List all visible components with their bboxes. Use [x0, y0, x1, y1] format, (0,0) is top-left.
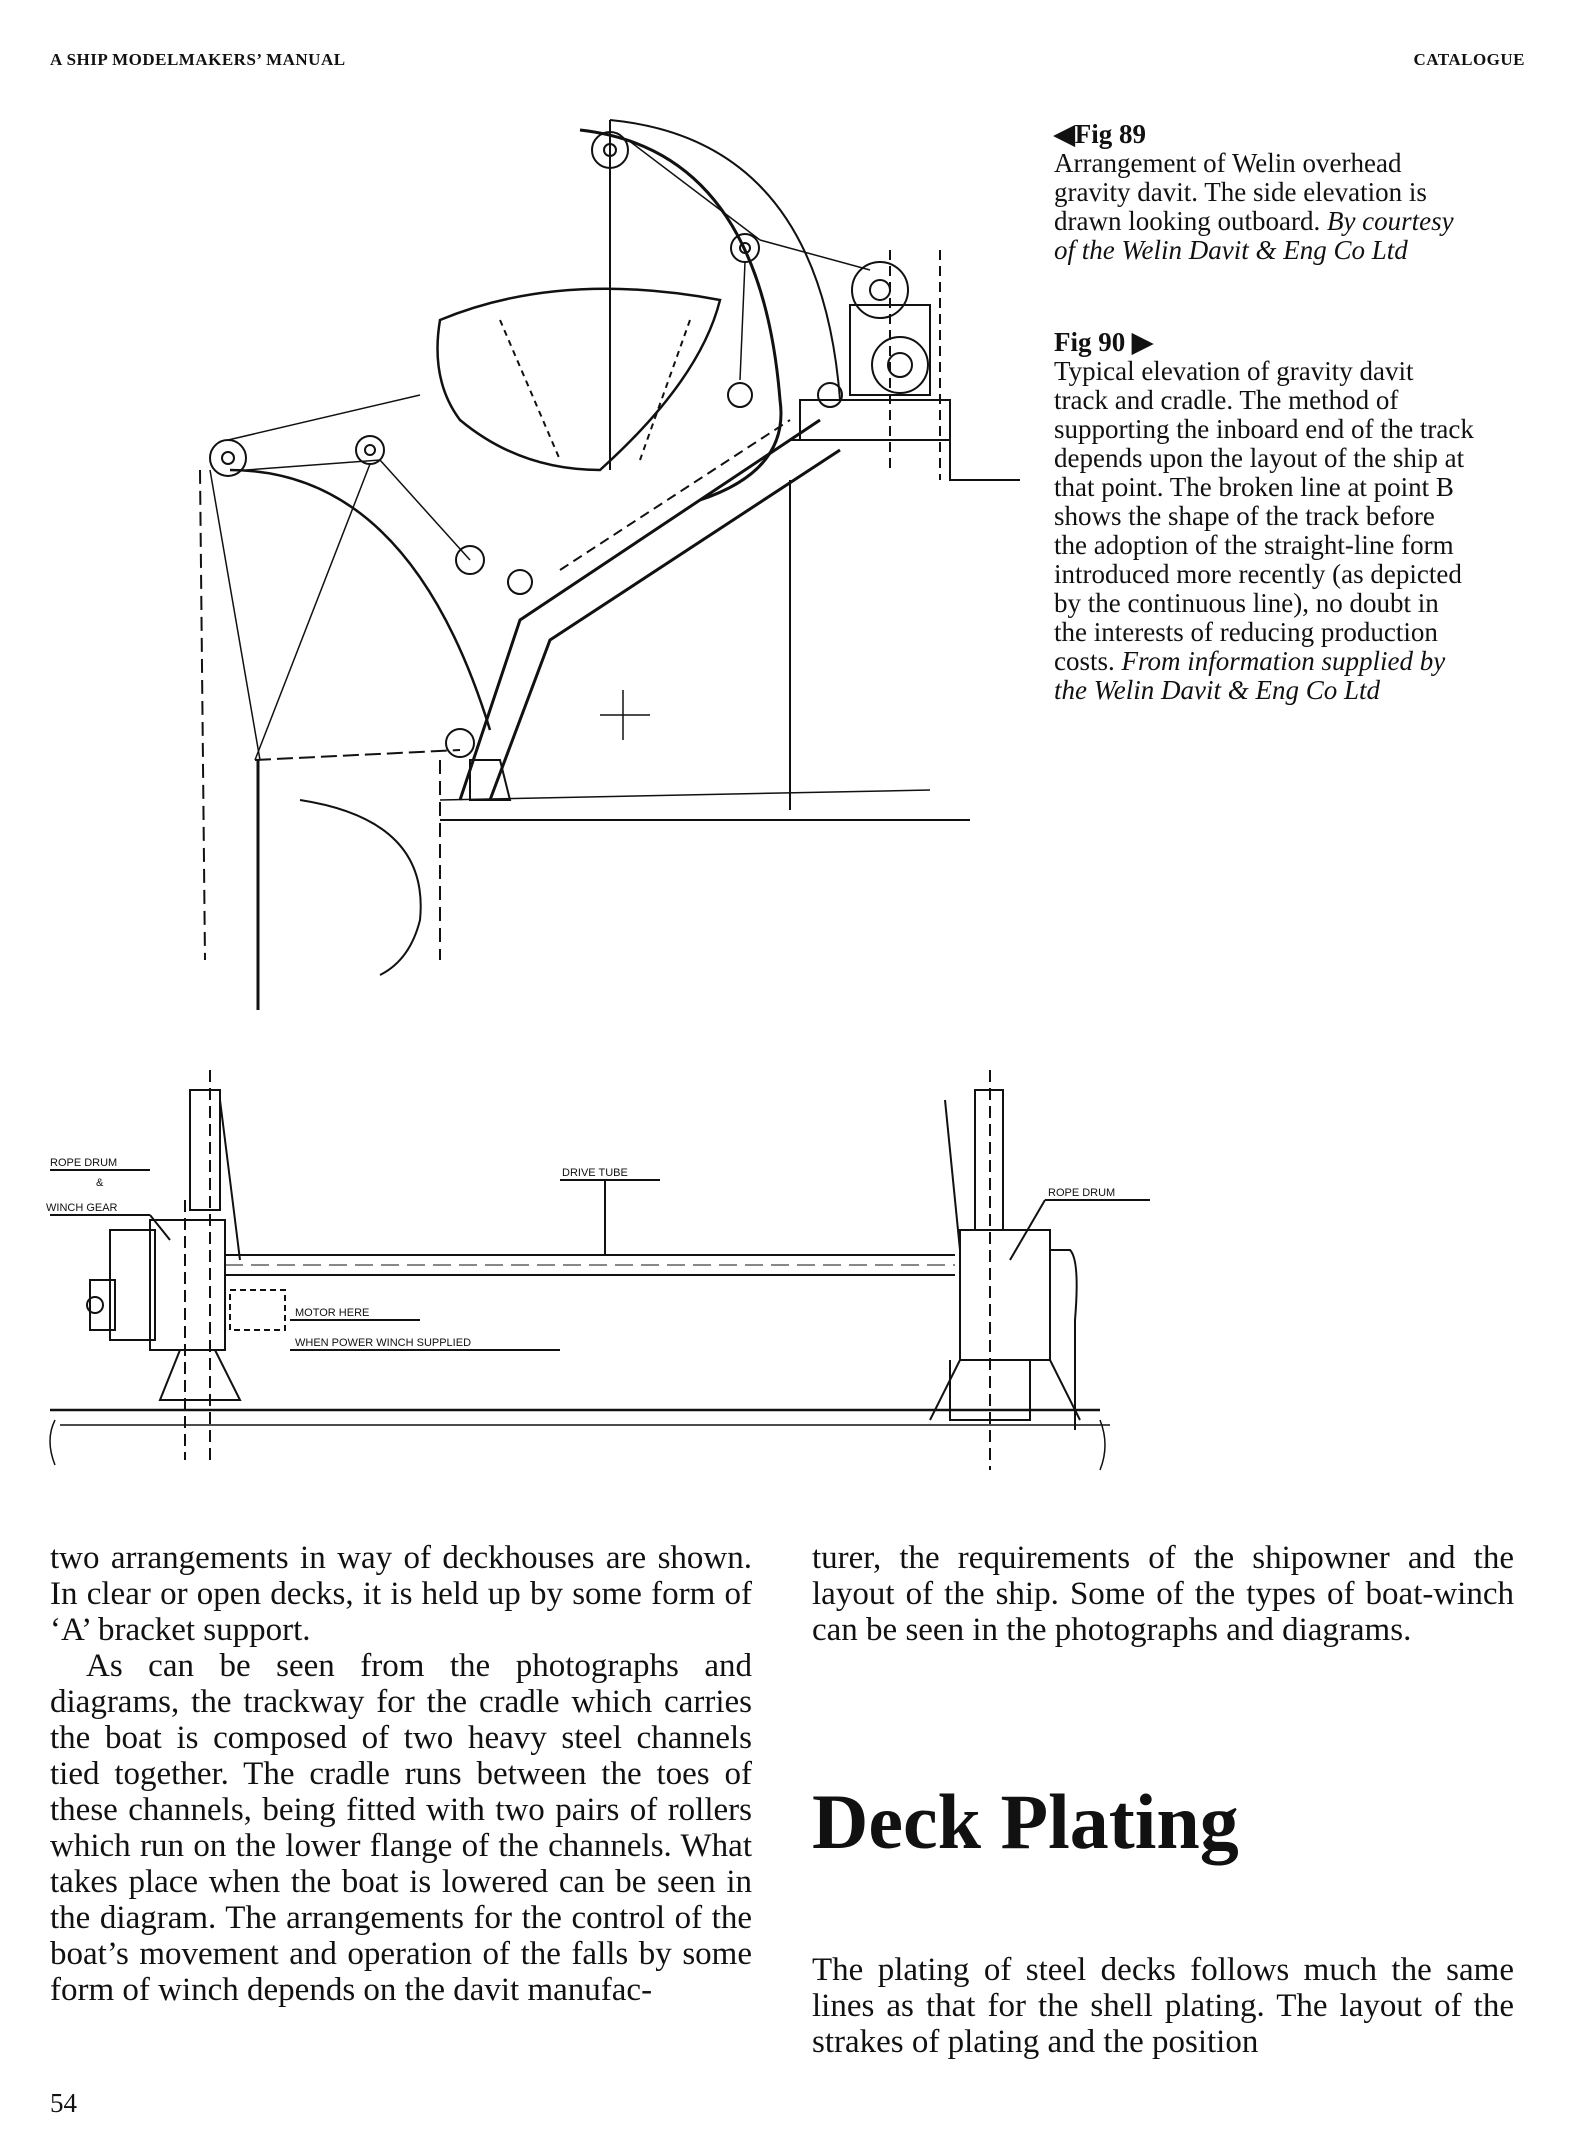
left-arrow-icon: ◀	[1054, 119, 1075, 149]
label-drive-tube: DRIVE TUBE	[562, 1167, 628, 1179]
body-column-left: two arrangements in way of deckhouses ar…	[50, 1540, 752, 2008]
label-motor-here: MOTOR HERE	[295, 1307, 369, 1319]
fig90-label: Fig 90 ▶	[1054, 328, 1474, 357]
fig90-credit: From information supplied by the Welin D…	[1054, 646, 1446, 705]
running-header-right: CATALOGUE	[1413, 50, 1525, 69]
fig90-track-drawing	[49, 1070, 1150, 1471]
fig89-text: Arrangement of Welin overhead gravity da…	[1054, 148, 1427, 236]
running-header-left: A SHIP MODELMAKERS’ MANUAL	[50, 50, 346, 69]
fig89-davit-drawing	[199, 119, 1020, 1010]
fig89-credit: By courtesy of the Welin Davit & Eng Co …	[1054, 206, 1454, 265]
body-paragraph: As can be seen from the photographs and …	[50, 1648, 752, 2008]
label-power-winch: WHEN POWER WINCH SUPPLIED	[295, 1337, 471, 1349]
label-rope-drum-winch-3: WINCH GEAR	[46, 1202, 118, 1214]
label-rope-drum: ROPE DRUM	[1048, 1187, 1115, 1199]
fig89-caption-text: Arrangement of Welin overhead gravity da…	[1054, 149, 1474, 265]
fig90-text: Typical elevation of gravity davit track…	[1054, 356, 1474, 676]
fig89-caption: ◀Fig 89 Arrangement of Welin overhead gr…	[1054, 120, 1474, 265]
fig90-caption-text: Typical elevation of gravity davit track…	[1054, 357, 1474, 705]
section-heading: Deck Plating	[812, 1778, 1239, 1865]
right-arrow-icon: ▶	[1132, 327, 1153, 357]
fig90-label-text: Fig 90	[1054, 327, 1126, 357]
label-rope-drum-winch-2: &	[96, 1177, 104, 1189]
fig90-caption: Fig 90 ▶ Typical elevation of gravity da…	[1054, 328, 1474, 705]
body-paragraph: turer, the requirements of the shipowner…	[812, 1540, 1514, 1648]
fig89-label: ◀Fig 89	[1054, 120, 1474, 149]
body-paragraph: two arrangements in way of deckhouses ar…	[50, 1540, 752, 1648]
fig89-label-text: Fig 89	[1074, 119, 1147, 149]
figure-drawings: ROPE DRUM & WINCH GEAR DRIVE TUBE ROPE D…	[46, 119, 1150, 1471]
body-column-right: turer, the requirements of the shipowner…	[812, 1540, 1514, 2060]
fig90-label-group: ROPE DRUM & WINCH GEAR DRIVE TUBE ROPE D…	[46, 1157, 1115, 1349]
label-rope-drum-winch-1: ROPE DRUM	[50, 1157, 117, 1169]
page-number: 54	[50, 2088, 77, 2118]
body-paragraph: The plating of steel decks follows much …	[812, 1952, 1514, 2060]
